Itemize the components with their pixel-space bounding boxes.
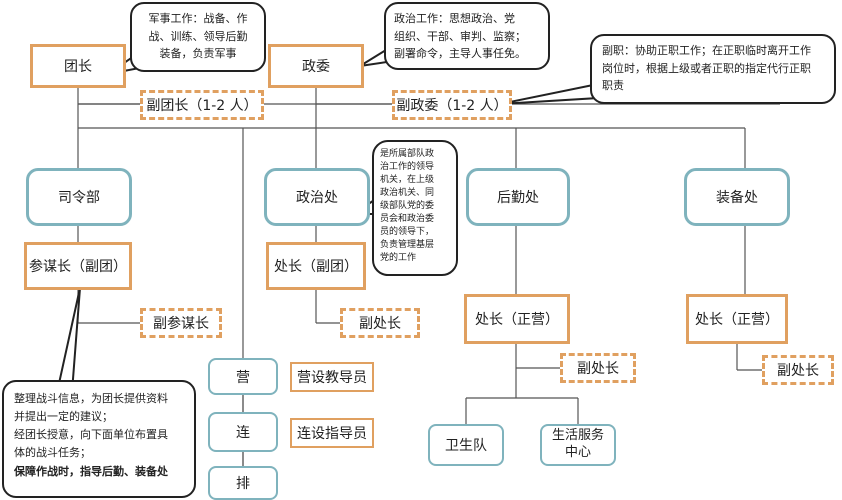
node-zhuangbeichu: 装备处: [684, 168, 790, 226]
node-zhengwei: 政委: [268, 44, 364, 88]
note-line: 党的工作: [380, 253, 417, 264]
node-ying-jiaodaoyuan: 营设教导员: [290, 362, 374, 392]
node-label: 副团长（1-2 人）: [146, 98, 258, 114]
node-label: 副处长: [359, 316, 401, 332]
node-label: 副处长: [777, 363, 819, 379]
note-line: 副职：协助正职工作；在正职临时离开工作: [602, 44, 811, 57]
node-canmouzhang: 参谋长（副团）: [24, 242, 132, 290]
node-shenghuo-fuwu: 生活服务 中心: [540, 424, 616, 466]
node-label: 副处长: [577, 361, 619, 377]
node-label: 参谋长（副团）: [29, 259, 127, 275]
note-line: 副署命令，主导人事任免。: [394, 47, 526, 61]
node-pai: 排: [208, 466, 278, 500]
note-line: 员会和政治委: [380, 214, 435, 225]
note-line: 装备，负责军事: [159, 47, 237, 61]
note-line: 整理战斗信息，为团长提供资料: [14, 392, 168, 405]
note-line: 经团长授意，向下面单位布置具: [14, 428, 168, 442]
node-zhengzhi-chuzhang: 处长（副团）: [266, 242, 366, 290]
node-label: 排: [236, 476, 250, 492]
node-weishengdui: 卫生队: [428, 424, 504, 466]
node-zhengzhi-fuchuzhang: 副处长: [340, 308, 420, 338]
node-label: 中心: [564, 445, 591, 460]
node-lian-zhidaoyuan: 连设指导员: [290, 418, 374, 448]
note-line: 军事工作：战备、作: [148, 12, 248, 25]
node-silingbu: 司令部: [26, 168, 132, 226]
note-junshi: 军事工作：战备、作 战、训练、领导后勤 装备，负责军事: [130, 2, 266, 72]
note-line: 并提出一定的建议；: [14, 410, 113, 424]
node-fu-canmouzhang: 副参谋长: [140, 308, 222, 338]
node-zhuangbei-chuzhang: 处长（正营）: [686, 294, 788, 344]
node-ying: 营: [208, 358, 278, 395]
note-line: 组织、干部、审判、监察；: [394, 29, 526, 43]
note-line-bold: 保障作战时，指导后勤、装备处: [14, 464, 168, 478]
note-line: 职责: [602, 79, 624, 93]
node-fu-tuanzhang: 副团长（1-2 人）: [140, 90, 264, 120]
note-line: 岗位时，根据上级或者正职的指定代行正职: [602, 61, 811, 75]
node-label: 副参谋长: [153, 316, 209, 332]
note-line: 战、训练、领导后勤: [148, 29, 248, 43]
note-zhengzhi: 政治工作：思想政治、党 组织、干部、审判、监察； 副署命令，主导人事任免。: [384, 2, 550, 70]
node-tuanzhang: 团长: [30, 44, 126, 88]
node-label: 处长（正营）: [475, 312, 559, 328]
note-zhengzhichu: 是所属部队政 治工作的领导 机关，在上级 政治机关、同 级部队党的委 员会和政治…: [372, 140, 458, 276]
node-label: 生活服务: [551, 428, 604, 444]
note-line: 员的领导下，: [380, 227, 435, 238]
node-label: 司令部: [58, 190, 100, 206]
note-line: 级部队党的委: [380, 201, 435, 212]
node-houqinchu: 后勤处: [466, 168, 570, 226]
node-label: 政治处: [296, 190, 338, 206]
node-lian: 连: [208, 412, 278, 452]
note-line: 机关，在上级: [380, 175, 435, 186]
note-line: 政治机关、同: [380, 188, 435, 199]
node-label: 连设指导员: [297, 426, 367, 442]
node-zhuangbei-fuchuzhang: 副处长: [762, 355, 834, 385]
node-fu-zhengwei: 副政委（1-2 人）: [392, 90, 512, 120]
note-line: 政治工作：思想政治、党: [394, 12, 515, 25]
node-label: 连: [236, 425, 250, 441]
node-zhengzhichu: 政治处: [264, 168, 370, 226]
node-label: 团长: [64, 59, 92, 75]
note-line: 负责管理基层: [380, 240, 435, 251]
node-houqin-chuzhang: 处长（正营）: [464, 294, 570, 344]
node-label: 卫生队: [445, 438, 487, 454]
note-line: 治工作的领导: [380, 162, 435, 173]
node-houqin-fuchuzhang: 副处长: [560, 353, 636, 383]
node-label: 装备处: [716, 190, 758, 206]
node-label: 副政委（1-2 人）: [396, 98, 508, 114]
note-canmouzhang: 整理战斗信息，为团长提供资料 并提出一定的建议； 经团长授意，向下面单位布置具 …: [2, 380, 196, 498]
node-label: 营设教导员: [297, 370, 367, 386]
node-label: 后勤处: [497, 190, 539, 206]
note-line: 是所属部队政: [380, 149, 435, 159]
note-line: 体的战斗任务；: [14, 446, 91, 460]
node-label: 营: [236, 369, 250, 386]
node-label: 政委: [302, 59, 330, 75]
node-label: 处长（副团）: [274, 259, 358, 275]
note-fuzhi: 副职：协助正职工作；在正职临时离开工作 岗位时，根据上级或者正职的指定代行正职 …: [590, 34, 836, 104]
node-label: 处长（正营）: [695, 312, 779, 328]
